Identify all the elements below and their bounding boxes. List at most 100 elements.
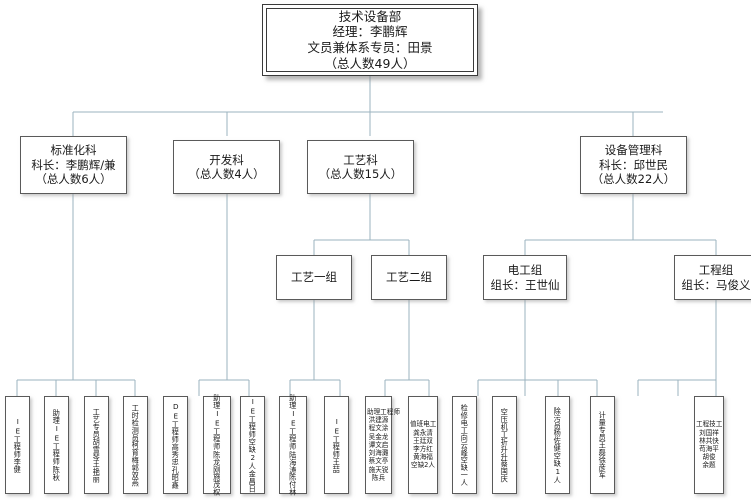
leaf-4-line-2: 孔昭鑫 <box>171 465 181 489</box>
leaf-15-line-5: 余题 <box>702 461 716 470</box>
group-process-one-line-0: 工艺一组 <box>291 270 337 285</box>
leaf-10-line-0: 值班电工 <box>410 420 437 429</box>
leaf-14-line-2: 徐彦军 <box>598 456 608 479</box>
leaf-15-line-0: 工程技工 <box>696 420 723 429</box>
dept-development-line-0: 开发科 <box>209 152 244 167</box>
leaf-9-line-2: 程文涂 <box>368 424 389 433</box>
leaf-process-specialist-box[interactable]: 工艺专员 胡雪琴 王艳丽 <box>84 396 109 494</box>
dept-development-box[interactable]: 开发科 （总人数4人） <box>173 140 280 194</box>
leaf-engineering-technician-box[interactable]: 工程技工 刘国祥 林共快 苟海平 胡俊 余题 <box>694 396 724 494</box>
dept-standardization-box[interactable]: 标准化科 科长：李鹏辉/兼 （总人数6人） <box>20 136 127 194</box>
leaf-0-line-1: 李健 <box>13 458 23 474</box>
leaf-10-line-3: 李方红 <box>413 445 433 453</box>
leaf-12-line-1: 折升升 <box>500 437 510 461</box>
leaf-11-line-0: 检修电工 <box>460 403 470 434</box>
leaf-13-line-0: 除污员 <box>553 406 563 430</box>
leaf-0-line-0: IE工程师 <box>13 416 23 459</box>
leaf-9-line-4: 谭文启 <box>368 440 389 449</box>
leaf-15-line-1: 刘国祥 <box>699 428 719 437</box>
leaf-6-line-0: IE工程师 <box>248 397 258 439</box>
leaf-ie-engineer-jinchangri-box[interactable]: IE工程师 空缺2人 金昌日 <box>240 396 265 494</box>
leaf-10-line-1: 龚永清 <box>413 428 433 437</box>
leaf-2-line-2: 王艳丽 <box>92 460 102 483</box>
dept-process-box[interactable]: 工艺科 （总人数15人） <box>307 140 414 194</box>
leaf-1-line-0: 助理IE工程师 <box>52 409 62 466</box>
leaf-5-line-1: 陈龙刚 <box>212 450 222 474</box>
leaf-assistant-ie-group-box[interactable]: 助理IE工程师 陈龙刚 施茂权 <box>203 394 231 496</box>
leaf-4-line-0: DE工程师 <box>171 401 181 444</box>
group-process-two-box[interactable]: 工艺二组 <box>371 255 447 300</box>
dept-standardization-line-1: 科长：李鹏辉/兼 <box>31 157 116 172</box>
leaf-11-line-1: 向云峰 <box>460 433 470 457</box>
leaf-15-line-2: 林共快 <box>699 436 719 445</box>
leaf-9-line-5: 刘海灘 <box>368 449 389 458</box>
leaf-7-line-1: 陆海涛 <box>288 450 298 474</box>
leaf-5-line-0: 助理IE工程师 <box>212 394 222 451</box>
root-line-3: （总人数49人） <box>324 55 416 71</box>
leaf-7-line-0: 助理IE工程师 <box>288 394 298 451</box>
leaf-8-line-0: IE工程师 <box>332 416 342 459</box>
leaf-2-line-0: 工艺专员 <box>92 407 102 438</box>
leaf-2-line-1: 胡雪琴 <box>92 437 102 461</box>
group-engineering-line-1: 组长：马俊义 <box>681 277 751 292</box>
leaf-9-line-1: 洪建源 <box>368 416 389 425</box>
group-process-one-box[interactable]: 工艺一组 <box>276 255 352 300</box>
leaf-ie-engineer-lijian-box[interactable]: IE工程师 李健 <box>5 396 30 494</box>
root-line-1: 经理：李鹏辉 <box>332 24 408 40</box>
leaf-13-line-2: 空缺1人 <box>553 451 563 484</box>
dept-process-line-1: （总人数15人） <box>318 167 403 181</box>
leaf-15-line-4: 胡俊 <box>702 453 716 462</box>
leaf-repair-electrician-box[interactable]: 检修电工 向云峰 空缺一人 <box>452 396 477 494</box>
leaf-9-line-3: 吴金龙 <box>368 432 389 441</box>
group-electrician-line-1: 组长：王世仙 <box>490 277 560 292</box>
root-department-box[interactable]: 技术设备部 经理：李鹏辉 文员兼体系专员：田景 （总人数49人） <box>262 4 478 76</box>
leaf-9-line-8: 陈兵 <box>371 473 386 482</box>
dept-equipment-line-2: （总人数22人） <box>591 172 676 187</box>
group-engineering-box[interactable]: 工程组 组长：马俊义 <box>674 255 751 300</box>
leaf-11-line-2: 空缺一人 <box>460 456 470 487</box>
leaf-de-engineer-box[interactable]: DE工程师 高秀忠 孔昭鑫 <box>163 396 188 494</box>
leaf-manhour-inspector-box[interactable]: 工时检测员 柯育梅 郭双燕 <box>123 396 148 494</box>
leaf-3-line-2: 郭双燕 <box>131 463 141 487</box>
leaf-assistant-ie-chenqiu-box[interactable]: 助理IE工程师 陈秋 <box>44 396 69 494</box>
leaf-9-line-6: 蔡文亭 <box>368 457 389 466</box>
leaf-sewage-cleaner-box[interactable]: 除污员 杨佐健 空缺1人 <box>545 396 570 494</box>
group-electrician-line-0: 电工组 <box>507 263 543 278</box>
leaf-6-line-1: 空缺2人 <box>248 438 258 471</box>
leaf-air-compressor-operator-box[interactable]: 空压机工 折升升 蔡国庆 <box>492 396 517 494</box>
dept-development-line-1: （总人数4人） <box>188 167 265 181</box>
group-process-two-line-0: 工艺二组 <box>386 270 432 285</box>
dept-equipment-line-1: 科长：邱世民 <box>599 157 668 172</box>
dept-standardization-line-0: 标准化科 <box>50 143 97 158</box>
dept-process-line-0: 工艺科 <box>343 152 378 167</box>
leaf-9-line-0: 助理工程师 <box>367 407 400 416</box>
leaf-assistant-ie-chenfulin-box[interactable]: 助理IE工程师 陆海涛 陈付林 <box>279 394 307 496</box>
leaf-14-line-1: 王磊 <box>598 441 608 457</box>
leaf-ie-engineer-wangjing-box[interactable]: IE工程师 王喆 <box>324 396 349 494</box>
group-engineering-line-0: 工程组 <box>698 263 734 278</box>
leaf-metrology-specialist-box[interactable]: 计量专员 王磊 徐彦军 <box>590 396 615 494</box>
leaf-14-line-0: 计量专员 <box>598 411 608 442</box>
leaf-7-line-2: 陈付林 <box>288 473 298 496</box>
leaf-5-line-2: 施茂权 <box>212 473 222 496</box>
leaf-assistant-engineers-box[interactable]: 助理工程师 洪建源 程文涂 吴金龙 谭文启 刘海灘 蔡文亭 施天锐 陈兵 <box>365 396 400 494</box>
leaf-duty-electrician-box[interactable]: 值班电工 龚永清 王廷双 李方红 黄海福 空缺2人 <box>408 396 438 494</box>
dept-standardization-line-2: （总人数6人） <box>35 172 112 187</box>
leaf-3-line-0: 工时检测员 <box>131 403 141 442</box>
dept-equipment-line-0: 设备管理科 <box>604 143 663 158</box>
leaf-15-line-3: 苟海平 <box>699 445 719 453</box>
dept-equipment-box[interactable]: 设备管理科 科长：邱世民 （总人数22人） <box>580 136 687 194</box>
leaf-10-line-2: 王廷双 <box>413 436 433 445</box>
leaf-10-line-4: 黄海福 <box>413 453 433 462</box>
leaf-12-line-2: 蔡国庆 <box>500 460 510 483</box>
root-line-0: 技术设备部 <box>338 8 402 24</box>
group-electrician-box[interactable]: 电工组 组长：王世仙 <box>483 255 567 300</box>
root-line-2: 文员兼体系专员：田景 <box>307 40 433 55</box>
leaf-6-line-2: 金昌日 <box>248 470 258 493</box>
leaf-10-line-5: 空缺2人 <box>411 461 435 470</box>
leaf-8-line-1: 王喆 <box>332 458 342 474</box>
leaf-3-line-1: 柯育梅 <box>131 441 141 464</box>
leaf-4-line-1: 高秀忠 <box>171 443 181 466</box>
leaf-1-line-1: 陈秋 <box>52 465 62 481</box>
